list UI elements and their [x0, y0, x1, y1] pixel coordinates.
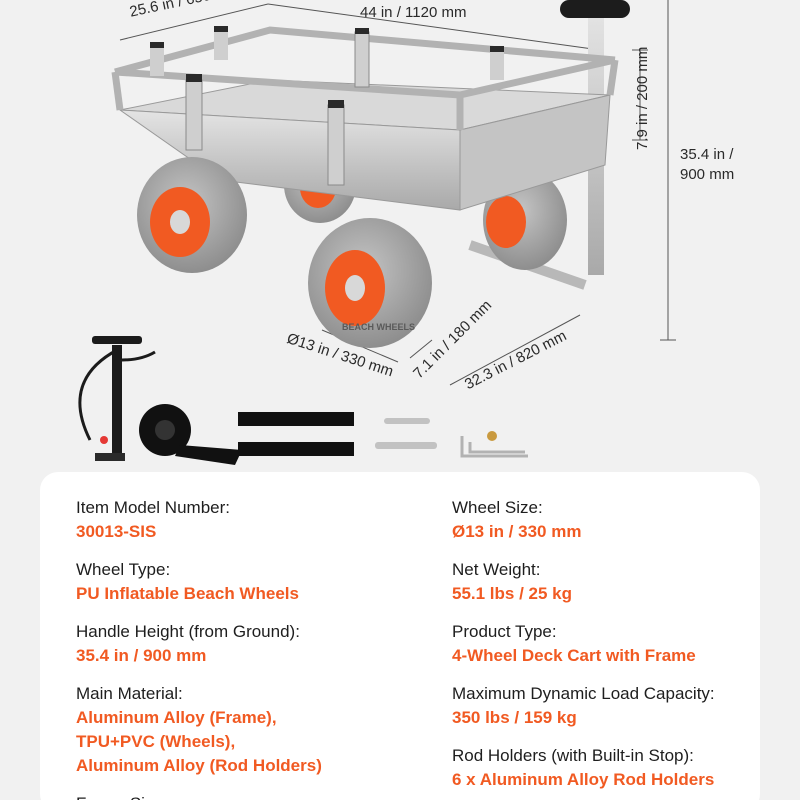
- spec-value: 30013-SIS: [76, 522, 157, 541]
- spec-value: Ø13 in / 330 mm: [452, 522, 582, 541]
- spec-label: Frame Size:: [76, 792, 322, 800]
- spec-item-product-type: Product Type: 4-Wheel Deck Cart with Fra…: [452, 620, 715, 668]
- spec-label: Wheel Size:: [452, 498, 543, 517]
- wrench-icon: [375, 418, 437, 449]
- spec-label: Wheel Type:: [76, 560, 171, 579]
- wheel-brand-text: BEACH WHEELS: [342, 322, 415, 332]
- spec-value: 35.4 in / 900 mm: [76, 646, 207, 665]
- side-height-label: 7.9 in / 200 mm: [634, 46, 651, 150]
- frame-length-label: 44 in / 1120 mm: [360, 4, 467, 21]
- spec-label: Maximum Dynamic Load Capacity:: [452, 684, 715, 703]
- spec-label: Net Weight:: [452, 560, 541, 579]
- spec-value: TPU+PVC (Wheels),: [76, 732, 236, 751]
- spec-column-left: Item Model Number: 30013-SIS Wheel Type:…: [76, 496, 322, 800]
- strap-icon: [139, 404, 242, 465]
- spec-item-frame-size: Frame Size:: [76, 792, 322, 800]
- spec-item-rod-holders: Rod Holders (with Built-in Stop): 6 x Al…: [452, 744, 715, 792]
- air-pump-icon: [78, 336, 156, 461]
- hex-key-icon: [460, 431, 528, 458]
- spec-column-right: Wheel Size: Ø13 in / 330 mm Net Weight: …: [452, 496, 715, 800]
- spec-value: 4-Wheel Deck Cart with Frame: [452, 646, 696, 665]
- spec-label: Handle Height (from Ground):: [76, 622, 300, 641]
- spec-item-handle-height: Handle Height (from Ground): 35.4 in / 9…: [76, 620, 322, 668]
- dimension-lines: [119, 0, 676, 386]
- spec-item-net-weight: Net Weight: 55.1 lbs / 25 kg: [452, 558, 715, 606]
- spec-item-load-capacity: Maximum Dynamic Load Capacity: 350 lbs /…: [452, 682, 715, 730]
- spec-item-main-material: Main Material: Aluminum Alloy (Frame), T…: [76, 682, 322, 778]
- handle-height-label: 35.4 in /: [680, 146, 734, 163]
- spec-value: Aluminum Alloy (Rod Holders): [76, 756, 322, 775]
- spec-card: Item Model Number: 30013-SIS Wheel Type:…: [40, 472, 760, 800]
- mounting-plates-icon: [238, 412, 354, 456]
- spec-label: Item Model Number:: [76, 498, 230, 517]
- front-wheels: BEACH WHEELS: [137, 157, 432, 348]
- spec-label: Main Material:: [76, 684, 183, 703]
- spec-item-model-number: Item Model Number: 30013-SIS: [76, 496, 322, 544]
- spec-value: 6 x Aluminum Alloy Rod Holders: [452, 770, 715, 789]
- spec-value: Aluminum Alloy (Frame),: [76, 708, 277, 727]
- spec-value: PU Inflatable Beach Wheels: [76, 584, 299, 603]
- cart-illustration: BEACH WHEELS: [78, 0, 676, 465]
- spec-value: 350 lbs / 159 kg: [452, 708, 577, 727]
- accessories: [78, 336, 528, 465]
- spec-item-wheel-type: Wheel Type: PU Inflatable Beach Wheels: [76, 558, 322, 606]
- rod-holders: [150, 26, 504, 186]
- spec-value: 55.1 lbs / 25 kg: [452, 584, 573, 603]
- spec-label: Rod Holders (with Built-in Stop):: [452, 746, 694, 765]
- handle-height-mm-label: 900 mm: [680, 166, 735, 183]
- product-image-area: BEACH WHEELS: [78, 0, 735, 465]
- spec-item-wheel-size: Wheel Size: Ø13 in / 330 mm: [452, 496, 715, 544]
- spec-label: Product Type:: [452, 622, 557, 641]
